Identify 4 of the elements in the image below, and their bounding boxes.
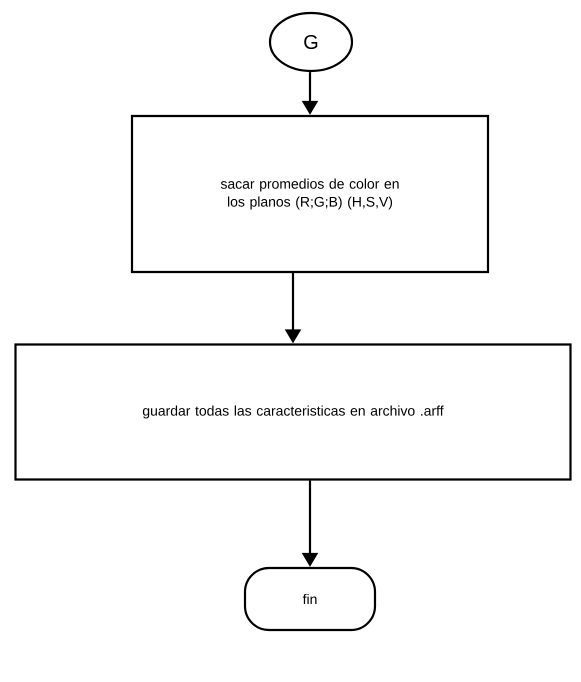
terminator-box: fin xyxy=(244,566,376,632)
process-box: guardar todas las caracteristicas en archivo .arff xyxy=(14,343,572,481)
start-oval: G xyxy=(268,12,354,72)
process-box: sacar promedios de color en los planos (R;G;B) (H,S,V) xyxy=(130,114,490,274)
